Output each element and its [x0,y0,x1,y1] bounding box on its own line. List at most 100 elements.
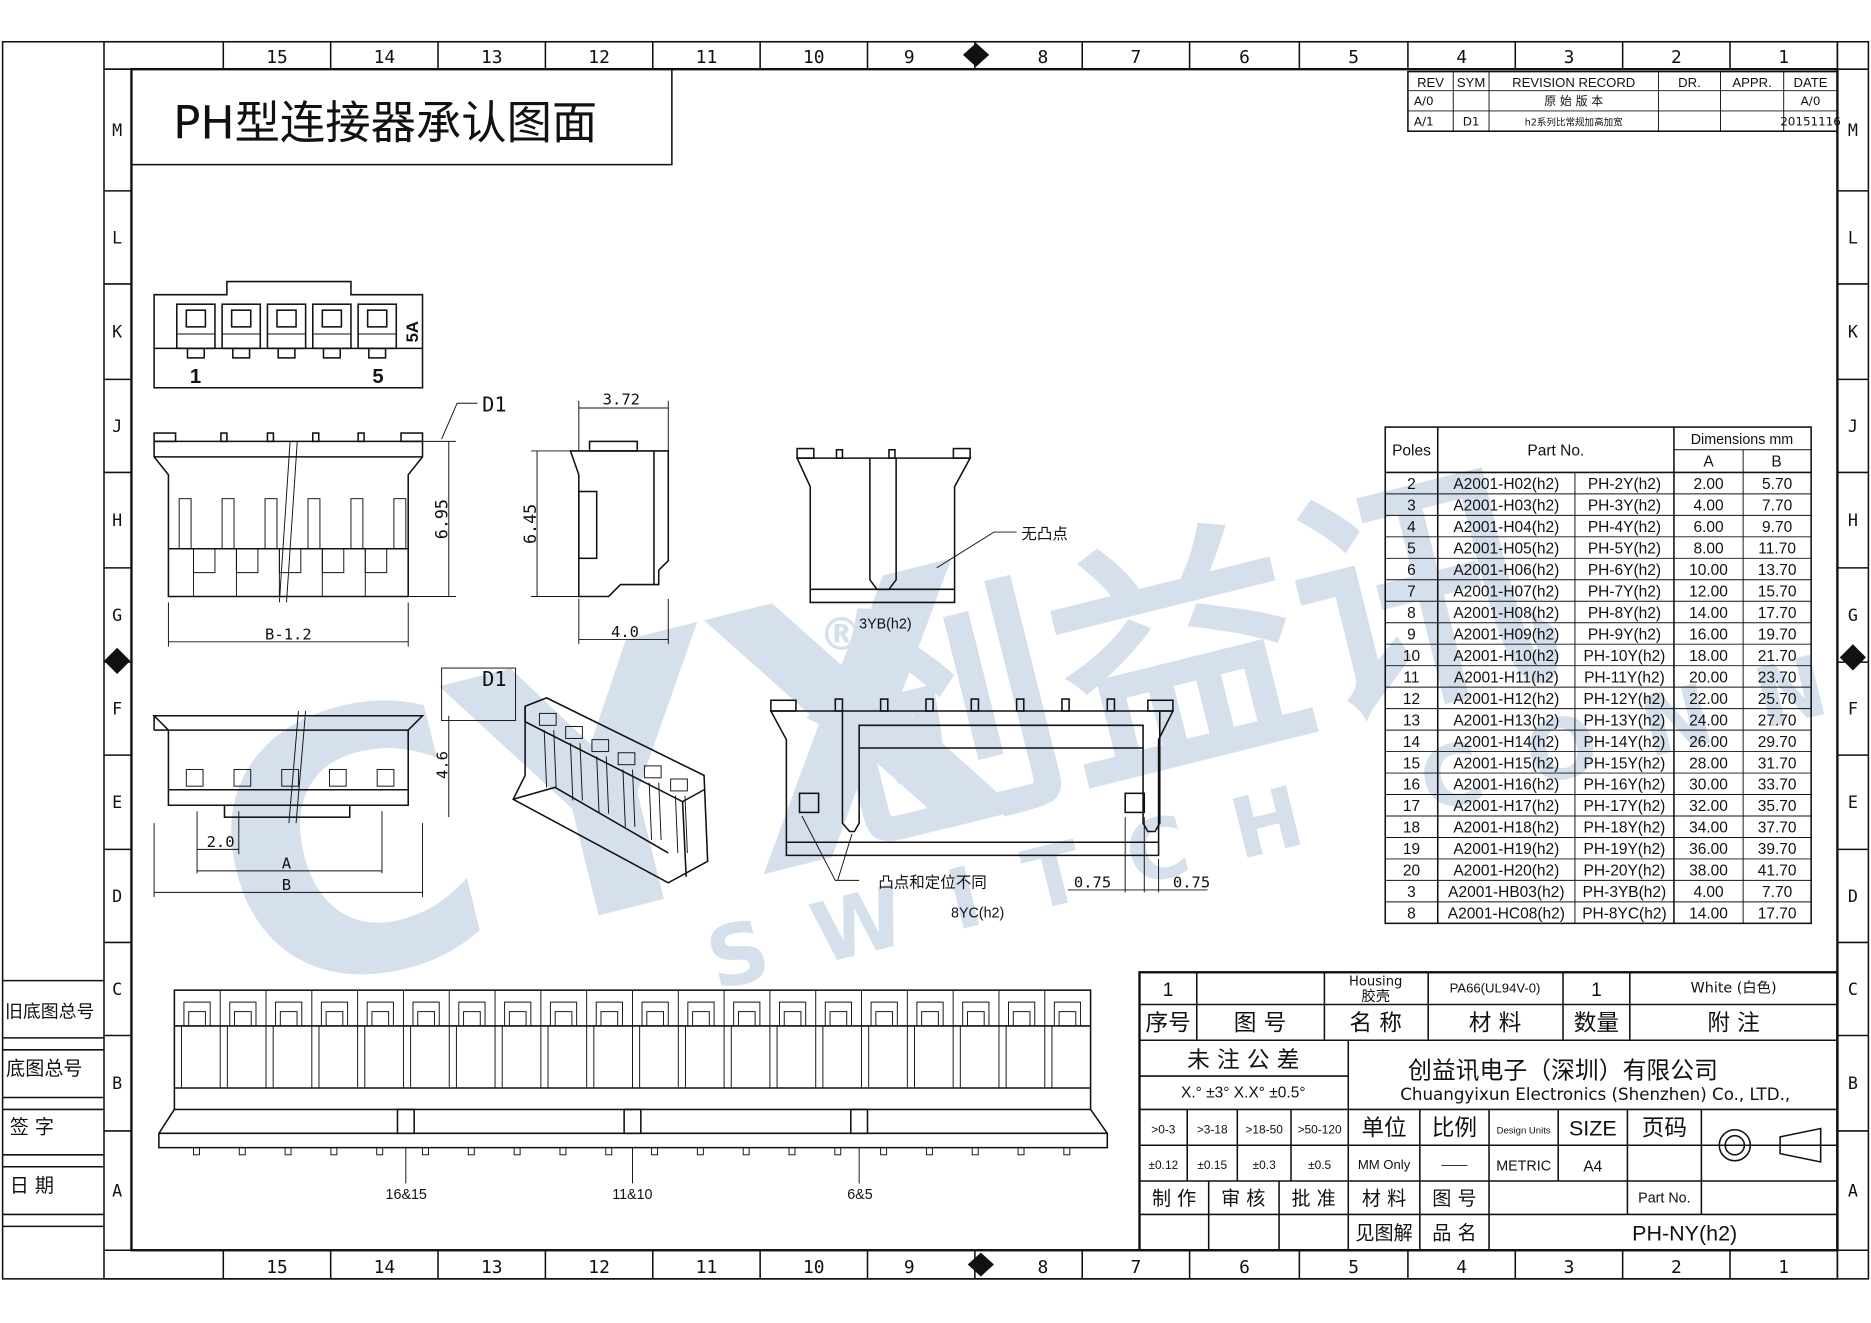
rev-cell: D1 [1463,114,1480,128]
tol-value: ±0.12 [1148,1158,1178,1172]
column-number-top: 7 [1131,47,1142,68]
table-cell: A2001-HB03(h2) [1448,884,1564,901]
row-letter-right: F [1848,699,1858,719]
cavity-top [320,1001,349,1026]
table-cell: A2001-HC08(h2) [1448,906,1565,923]
table-cell: A2001-H17(h2) [1453,798,1559,815]
cavity-top [641,1001,669,1026]
column-number-bottom: 12 [588,1257,610,1278]
iso-cavity [643,765,662,779]
dim-075-left: 0.75 [1074,874,1111,892]
view-3yb: 无凸点 3YB(h2) [795,447,1068,633]
table-cell: PH-5Y(h2) [1588,541,1661,558]
column-number-top: 12 [588,47,610,68]
row-letter-left: K [112,322,122,342]
cavity-window [554,1011,573,1027]
see-drawing: 见图解 [1355,1222,1412,1244]
material-label: 材 料 [1362,1188,1406,1210]
table-cell: 8 [1407,605,1416,622]
top-bump [834,698,844,712]
top-bump [311,432,320,443]
rev-mark-d1-front: D1 [482,393,506,417]
table-cell: A2001-H14(h2) [1453,734,1559,751]
table-cell: PH-2Y(h2) [1588,476,1661,493]
table-cell: PH-6Y(h2) [1588,562,1661,579]
table-cell: 39.70 [1758,841,1797,858]
column-number-top: 8 [1037,47,1048,68]
column-number-bottom: 14 [374,1257,396,1278]
cavity-top [412,1001,440,1026]
cavity-top [1053,1001,1082,1026]
cavity-window [737,1011,756,1027]
cavity-window [646,1011,664,1027]
material-value: PA66(UL94V-0) [1450,981,1541,996]
pin-1-label: 1 [190,366,201,388]
remark-value: White (白色) [1691,980,1777,997]
pin-tab [422,1147,429,1156]
row-letter-right: M [1848,120,1858,140]
table-cell: A2001-H12(h2) [1453,691,1559,708]
pin-tab [284,1147,292,1156]
table-cell: 2 [1407,476,1416,493]
table-cell: 18 [1403,820,1420,837]
cavity-top [595,1001,623,1026]
column-number-top: 1 [1778,47,1789,68]
row-letter-left: H [112,510,122,530]
pin-tab [834,1147,842,1156]
side-label-date: 日 期 [10,1175,54,1197]
note-bump-and-locator-differ: 凸点和定位不同 [878,874,987,892]
unit-label: 单位 [1361,1116,1406,1142]
table-cell: 13 [1403,712,1420,729]
contact-slot [178,498,192,550]
table-cell: PH-13Y(h2) [1584,712,1666,729]
table-cell: 23.70 [1758,669,1797,686]
cavity-window [417,1011,435,1027]
company-name-en: Chuangyixun Electronics (Shenzhen) Co., … [1400,1084,1790,1104]
h-qty: 数量 [1574,1011,1619,1037]
product-name: PH-NY(h2) [1632,1222,1737,1246]
cavity-window [234,1011,252,1027]
table-cell: A2001-H05(h2) [1453,541,1559,558]
tol-range: >3-18 [1197,1122,1228,1136]
height-dim-695: 6.95 [432,499,452,539]
cavity-top [916,1001,944,1026]
table-cell: A2001-H13(h2) [1453,712,1559,729]
contact-slot [350,498,364,550]
side-label-boxes: 旧底图总号 底图总号 签 字 日 期 [2,979,105,1228]
table-cell: 14.00 [1689,906,1728,923]
table-cell: PH-15Y(h2) [1584,755,1666,772]
pin-tab [1063,1147,1071,1156]
table-cell: 25.70 [1758,691,1797,708]
top-bump [1106,698,1116,712]
cavity-top [183,1001,211,1026]
table-cell: PH-14Y(h2) [1584,734,1666,751]
side-label-signature: 签 字 [10,1116,54,1138]
cavity-top [870,1001,898,1026]
table-cell: 38.00 [1689,863,1728,880]
column-number-bottom: 4 [1456,1257,1467,1278]
name-en: Housing [1349,974,1402,989]
table-cell: 20 [1403,863,1421,880]
rev-cell: A/0 [1801,94,1821,108]
view-top: 1 5 5A [153,280,424,389]
top-bump [266,432,275,443]
table-cell: 8.00 [1693,541,1724,558]
table-cell: 9.70 [1762,519,1793,536]
approved: 批 准 [1292,1188,1336,1210]
table-cell: PH-10Y(h2) [1584,648,1666,665]
scale-label: 比例 [1432,1116,1477,1142]
column-number-top: 2 [1671,47,1682,68]
table-cell: A2001-H04(h2) [1453,519,1559,536]
column-number-top: 10 [803,47,825,68]
header-poles: Poles [1392,443,1431,460]
table-cell: 32.00 [1689,798,1728,815]
table-cell: 7.70 [1762,498,1793,515]
cavity-window [1012,1011,1031,1027]
table-cell: 17.70 [1758,906,1797,923]
table-cell: A2001-H09(h2) [1453,626,1559,643]
mark-16-15: 16&15 [386,1187,427,1203]
